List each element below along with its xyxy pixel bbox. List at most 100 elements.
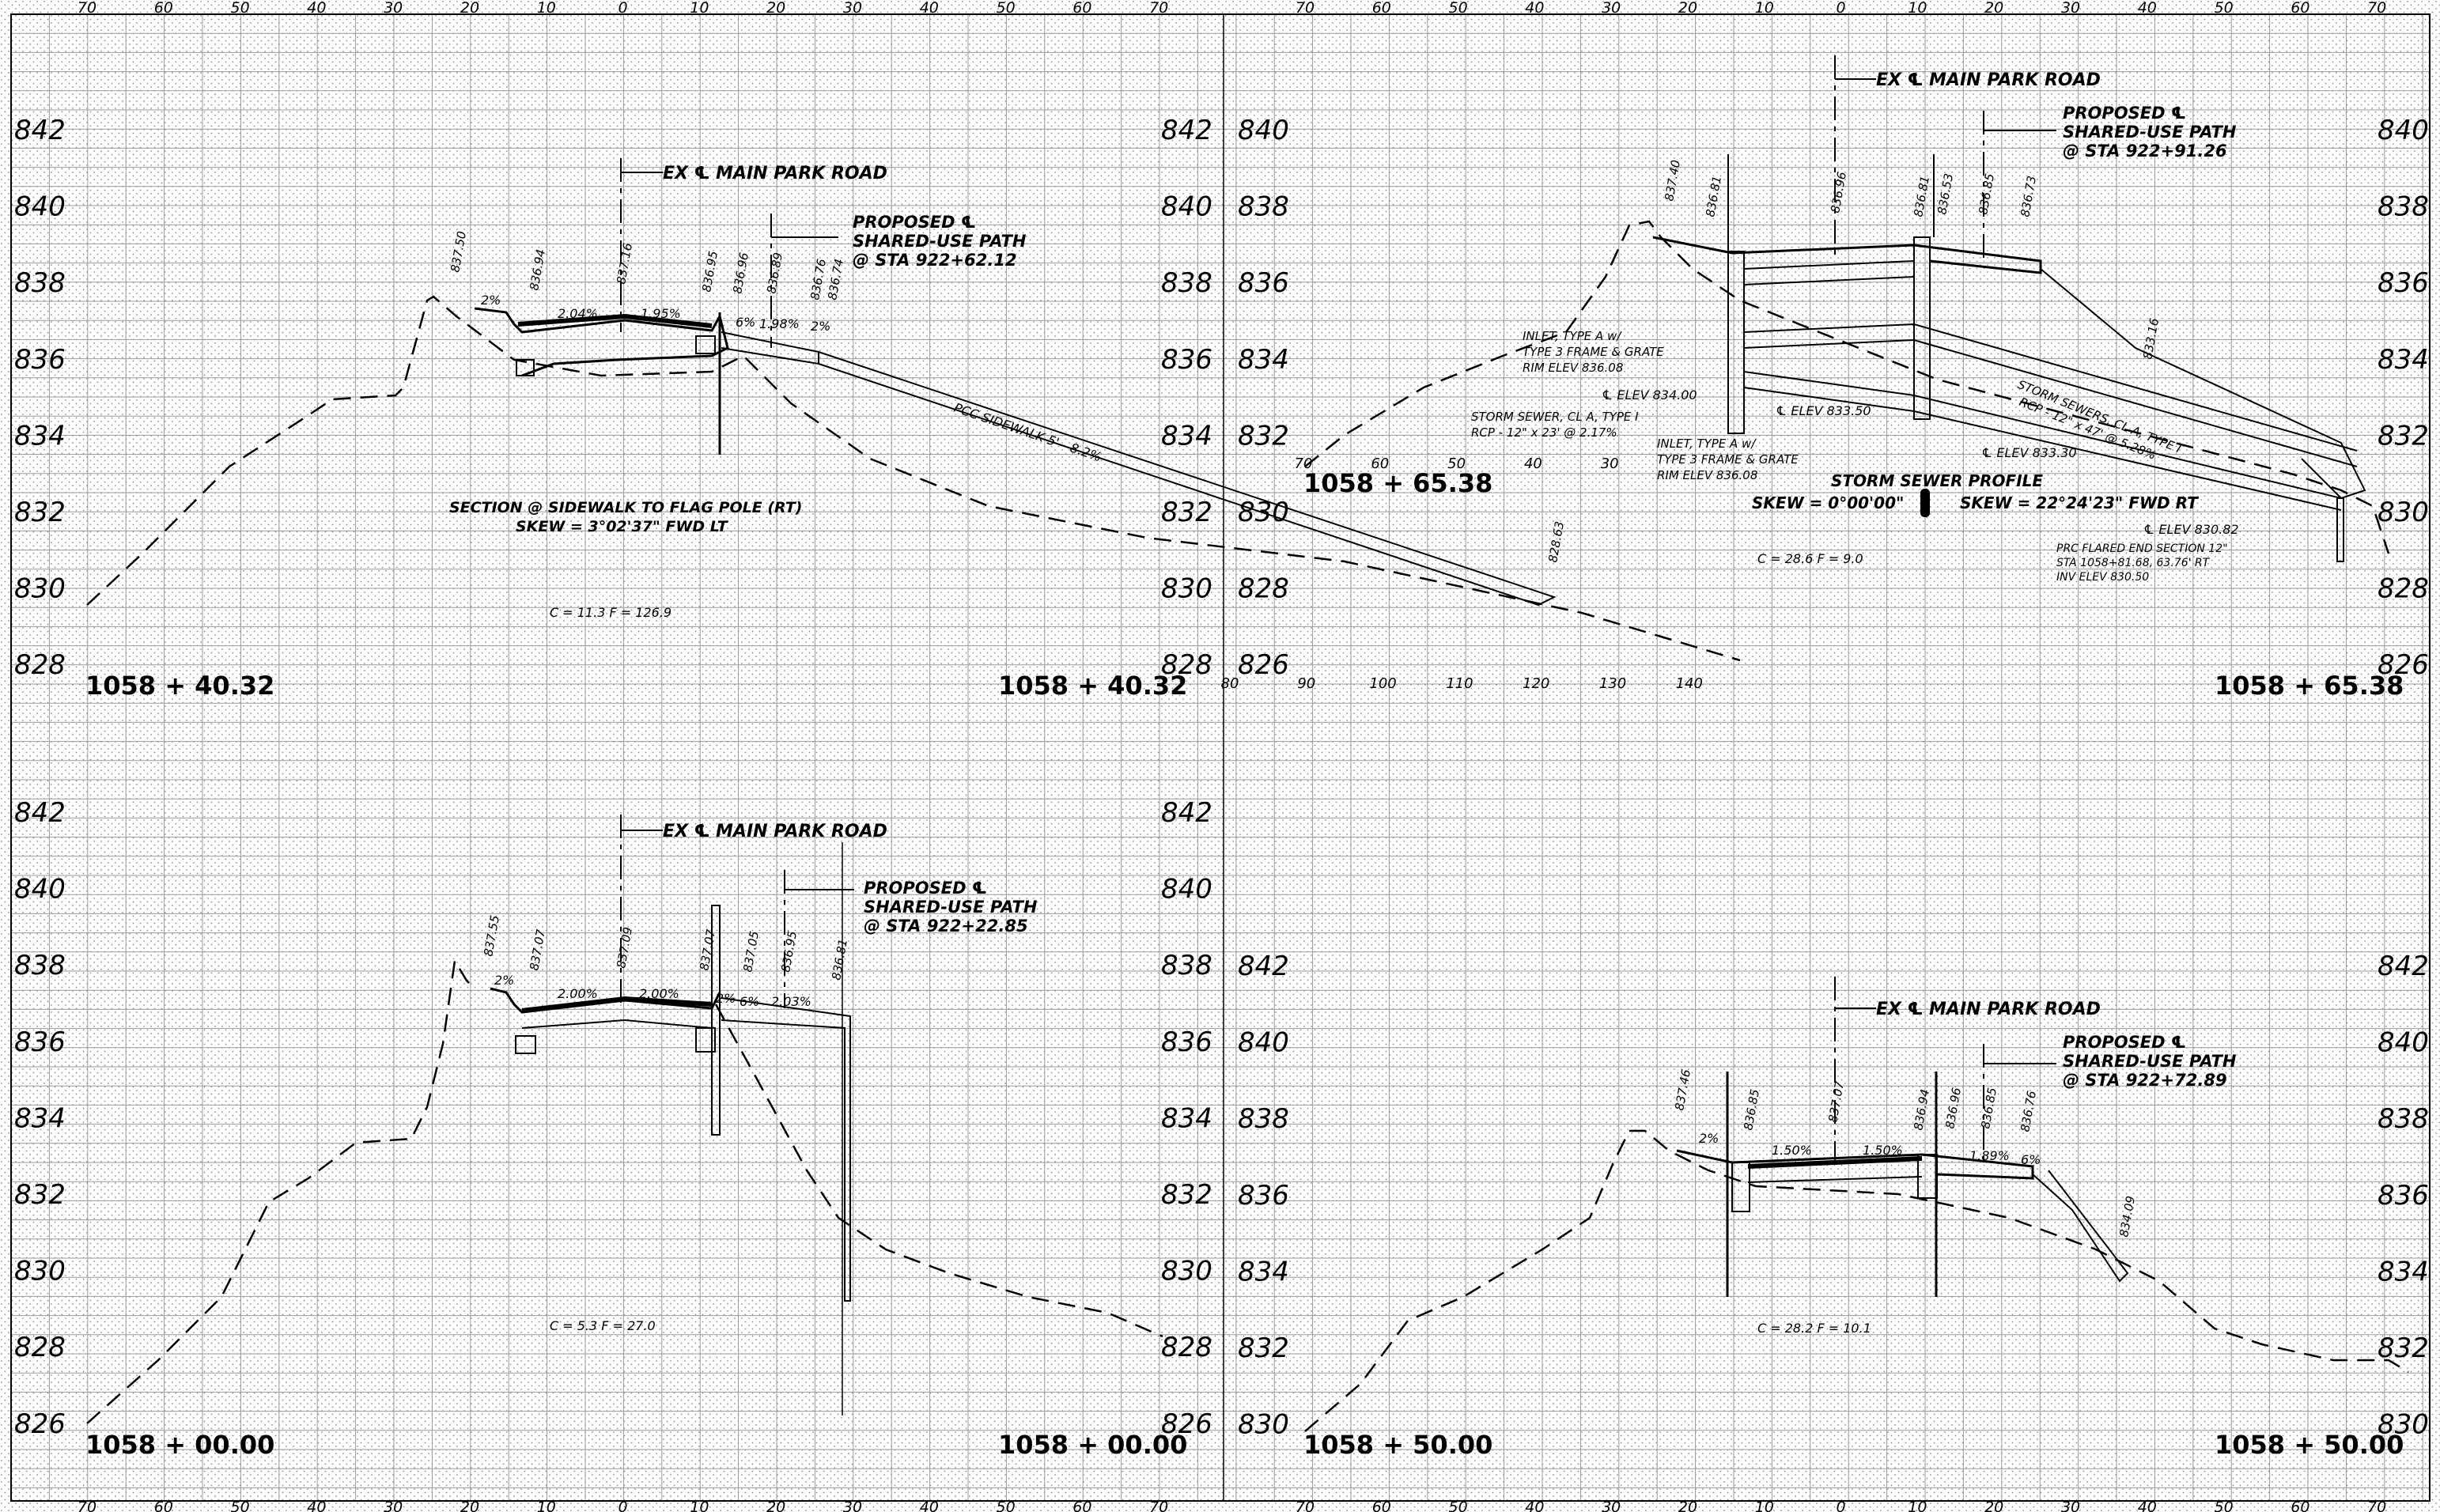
curb-right — [695, 335, 716, 354]
offset-tick-label: 90 — [1297, 675, 1315, 692]
offset-tick-label: 30 — [1602, 1499, 1621, 1512]
path-label-line1: PROPOSED ℄ — [2063, 104, 2186, 123]
offset-tick-label: 50 — [997, 0, 1016, 17]
offset-tick-label: 10 — [1755, 1499, 1774, 1512]
wall-section — [721, 997, 851, 1302]
elevation-label: 828 — [14, 1332, 66, 1363]
offset-tick-label: 30 — [2061, 0, 2080, 17]
offset-tick-label: 40 — [920, 1499, 939, 1512]
slope-4: 1.98% — [759, 316, 800, 331]
pavement-section — [474, 307, 729, 377]
existing-ground-line — [1304, 1129, 2409, 1432]
storm-sewer-pipe-upper — [1743, 323, 2358, 467]
elevation-label: 832 — [14, 497, 66, 528]
cut-fill-note: C = 11.3 F = 126.9 — [550, 605, 671, 620]
offset-tick-label: 0 — [619, 0, 628, 17]
offset-tick-label: 60 — [1372, 1499, 1391, 1512]
station-label-right: 1058 + 40.32 — [998, 671, 1187, 701]
elevation-label: 832 — [1161, 1179, 1212, 1211]
elevation-label: 834 — [1238, 344, 1289, 376]
pavement-section — [1676, 1149, 2034, 1180]
offset-tick-label: 50 — [2215, 0, 2234, 17]
existing-ground-line-right — [714, 1004, 1163, 1338]
slope-4: 2% — [716, 991, 736, 1006]
offset-tick-label: 60 — [2291, 0, 2309, 17]
existing-ground-line — [1304, 220, 2390, 554]
slope-5: 6% — [2021, 1152, 2041, 1167]
elevation-label: 840 — [2378, 1027, 2429, 1059]
offset-tick-label: 0 — [619, 1499, 628, 1512]
elevation-label: 834 — [2378, 1256, 2429, 1287]
profile-title: STORM SEWER PROFILE — [1831, 471, 2043, 490]
elevation-label: 830 — [14, 573, 66, 605]
elevation-label: 830 — [1161, 1256, 1212, 1287]
elevation-label: 828 — [14, 649, 66, 681]
slope-5: 2% — [811, 319, 830, 334]
offset-tick-label: 60 — [1371, 455, 1389, 472]
skew-marker — [1920, 489, 1930, 517]
offset-tick-label: 10 — [1908, 1499, 1927, 1512]
offset-tick-label: 30 — [843, 1499, 862, 1512]
slope-1: 2% — [481, 293, 501, 308]
elevation-label: 842 — [1161, 797, 1212, 829]
offset-tick-label: 40 — [1525, 0, 1544, 17]
elevation-label: 838 — [2378, 1103, 2429, 1135]
elevation-label: 832 — [14, 1179, 66, 1211]
curb-left — [515, 1035, 536, 1054]
skew-right: SKEW = 22°24'23" FWD RT — [1960, 493, 2199, 512]
station-label-right: 1058 + 50.00 — [2215, 1430, 2404, 1460]
elevation-label: 832 — [1238, 420, 1289, 452]
elevation-label: 836 — [2378, 1180, 2429, 1211]
slope-3: 1.50% — [1863, 1143, 1903, 1158]
path-label-line2: SHARED-USE PATH — [2063, 123, 2237, 142]
elevation-label: 828 — [2378, 573, 2429, 605]
pavement-layers — [1743, 260, 1915, 285]
slope-4: 1.89% — [1969, 1148, 2010, 1163]
elevation-label: 840 — [1161, 191, 1212, 223]
elevation-label: 840 — [2378, 115, 2429, 146]
elevation-label: 828 — [1161, 649, 1212, 681]
existing-ground-line — [86, 958, 475, 1424]
elevation-label: 836 — [1238, 1180, 1289, 1211]
offset-tick-label: 20 — [1984, 1499, 2003, 1512]
station-label-left: 1058 + 40.32 — [85, 671, 274, 701]
inlet2-line2: TYPE 3 FRAME & GRATE — [1657, 452, 1799, 467]
offset-tick-label: 130 — [1599, 675, 1626, 692]
elevation-label: 832 — [2378, 1332, 2429, 1364]
elevation-label: 840 — [1238, 1027, 1289, 1059]
grid-lines — [10, 13, 2430, 1501]
offset-tick-label: 70 — [78, 1499, 96, 1512]
offset-tick-label: 50 — [997, 1499, 1016, 1512]
offset-tick-label: 10 — [1908, 0, 1927, 17]
curb-left — [516, 359, 535, 376]
elevation-label: 832 — [1161, 497, 1212, 528]
storm-sewer-pipe-lower — [1743, 371, 2342, 511]
elevation-label: 832 — [1238, 1332, 1289, 1364]
slope-2: 1.50% — [1772, 1143, 1812, 1158]
slope-1: 2% — [1699, 1131, 1719, 1146]
elevation-label: 834 — [14, 1102, 66, 1134]
offset-tick-label: 20 — [460, 1499, 479, 1512]
elevation-label: 840 — [1161, 874, 1212, 905]
sheet-border — [10, 13, 2431, 1502]
elevation-label: 840 — [14, 191, 66, 223]
elevation-label: 828 — [1161, 1332, 1212, 1363]
slope-2: 2.00% — [558, 986, 598, 1001]
elevation-label: 836 — [14, 1026, 66, 1058]
offset-tick-label: 10 — [537, 0, 556, 17]
offset-tick-label: 70 — [2367, 1499, 2386, 1512]
elevation-label: 830 — [1161, 573, 1212, 605]
offset-tick-label: 0 — [1837, 1499, 1846, 1512]
offset-tick-label: 70 — [1295, 455, 1313, 472]
elevation-label: 840 — [14, 874, 66, 905]
cut-fill-note: C = 28.6 F = 9.0 — [1757, 551, 1863, 566]
elevation-label: 838 — [14, 267, 66, 299]
curb-right — [695, 1027, 716, 1053]
elevation-label: 836 — [1161, 1026, 1212, 1058]
